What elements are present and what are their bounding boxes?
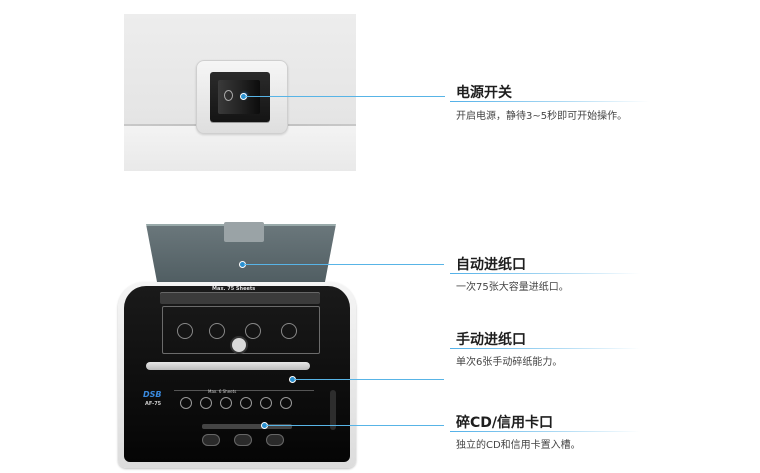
callout-line-auto-feed [244,264,444,265]
auto-feed-slot [160,292,320,304]
cd-card-slot [202,424,292,429]
reverse-button [202,434,220,446]
lid-capacity-label: Max. 75 Sheets [212,286,256,292]
callout-desc-cd-slot: 独立的CD和信用卡置入槽。 [456,440,581,451]
callout-dot-manual-feed [290,377,295,382]
callout-desc-power: 开启电源，静待3~5秒即可开始操作。 [456,111,628,122]
warning-icon [220,397,232,409]
warning-icon [260,397,272,409]
callout-label-auto-feed: 自动进纸口 [456,257,526,273]
shredder-top-panel [124,286,350,462]
instruction-step-icon [245,323,261,339]
warning-icon [180,397,192,409]
warning-icon [240,397,252,409]
feed-knob [232,338,246,352]
instruction-panel [162,306,320,354]
callout-underline-auto-feed [450,273,640,274]
callout-underline-manual-feed [450,348,640,349]
callout-desc-manual-feed: 单次6张手动碎纸能力。 [456,357,563,368]
warning-icon [200,397,212,409]
side-grip [330,390,336,430]
callout-underline-power [450,101,650,102]
power-off-symbol-icon [224,90,233,101]
lid-handle [224,222,264,242]
callout-dot-power [241,94,246,99]
callout-line-cd-slot [266,425,444,426]
callout-underline-cd-slot [450,431,640,432]
power-switch-photo [124,14,356,171]
callout-label-power: 电源开关 [456,85,512,101]
instruction-step-icon [177,323,193,339]
forward-button [266,434,284,446]
instruction-step-icon [209,323,225,339]
manual-feed-slot [146,362,310,370]
callout-desc-auto-feed: 一次75张大容量进纸口。 [456,282,569,293]
manual-capacity-label: Max. 6 Sheets [208,389,237,394]
callout-label-cd-slot: 碎CD/信用卡口 [456,415,554,431]
auto-button [234,434,252,446]
callout-line-manual-feed [294,379,444,380]
brand-label: DSB [143,390,162,399]
callout-label-manual-feed: 手动进纸口 [456,332,526,348]
callout-dot-auto-feed [240,262,245,267]
warning-icon [280,397,292,409]
shredder-photo [112,210,360,473]
warning-icons-row [174,390,314,411]
callout-line-power [245,96,445,97]
callout-dot-cd-slot [262,423,267,428]
model-label: AF-75 [145,401,162,407]
instruction-step-icon [281,323,297,339]
